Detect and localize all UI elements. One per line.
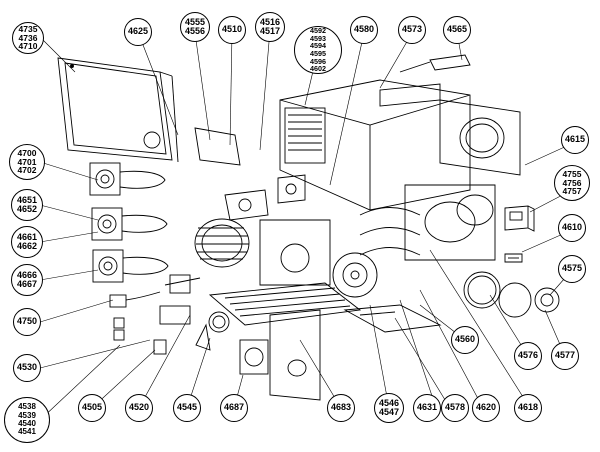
callout-label: 4683	[330, 402, 352, 413]
callout-4578: 4578	[441, 394, 469, 422]
callout-4560: 4560	[451, 326, 479, 354]
control-module	[504, 205, 535, 232]
callout-4750: 4750	[13, 308, 41, 336]
callout-4505: 4505	[78, 394, 106, 422]
callout-4576: 4576	[514, 342, 542, 370]
callout-4516: 4516 4517	[255, 12, 285, 42]
callout-label: 4573	[401, 24, 423, 35]
callout-4666: 4666 4667	[11, 264, 43, 296]
callout-label: 4700 4701 4702	[17, 147, 37, 176]
callout-4700: 4700 4701 4702	[9, 144, 45, 180]
flange-plate	[239, 339, 269, 375]
callout-4735: 4735 4736 4710	[12, 22, 44, 54]
callout-4651: 4651 4652	[11, 189, 43, 221]
bottom-front-panel	[269, 309, 321, 401]
callout-4592: 4592 4593 4594 4595 4596 4602	[294, 26, 342, 74]
callout-label: 4687	[223, 402, 245, 413]
callout-label: 4575	[561, 263, 583, 274]
control-board	[194, 127, 269, 221]
floor-plate	[343, 304, 442, 333]
callout-label: 4560	[454, 334, 476, 345]
callout-4631: 4631	[413, 394, 441, 422]
callout-label: 4576	[517, 350, 539, 361]
callout-label: 4592 4593 4594 4595 4596 4602	[310, 26, 326, 74]
combustion-motor	[259, 219, 378, 298]
callout-4520: 4520	[125, 394, 153, 422]
callout-4618: 4618	[514, 394, 542, 422]
callout-4565: 4565	[443, 16, 471, 44]
callout-label: 4580	[353, 24, 375, 35]
callout-label: 4555 4556	[184, 16, 206, 36]
callout-label: 4578	[444, 402, 466, 413]
leader-lines	[39, 29, 581, 421]
callout-label: 4735 4736 4710	[18, 23, 38, 52]
furnace-cabinet	[279, 79, 471, 211]
callout-label: 4661 4662	[16, 231, 38, 251]
callout-4510: 4510	[218, 16, 246, 44]
callout-4575: 4575	[558, 255, 586, 283]
heat-exchanger	[359, 184, 496, 261]
callout-label: 4545	[176, 402, 198, 413]
callout-4538: 4538 4539 4540 4541	[4, 397, 50, 443]
callout-label: 4666 4667	[16, 269, 38, 289]
callout-4555: 4555 4556	[180, 12, 210, 42]
limit-switch-housing	[277, 174, 306, 204]
callout-4577: 4577	[551, 342, 579, 370]
callout-4530: 4530	[13, 354, 41, 382]
callout-4683: 4683	[327, 394, 355, 422]
left-mounting-plates	[89, 162, 169, 283]
callout-label: 4631	[416, 402, 438, 413]
callout-4573: 4573	[398, 16, 426, 44]
sealing-rings	[463, 271, 560, 318]
callout-label: 4565	[446, 24, 468, 35]
callout-label: 4505	[81, 402, 103, 413]
callout-label: 4546 4547	[378, 397, 400, 417]
callout-4545: 4545	[173, 394, 201, 422]
callout-label: 4516 4517	[259, 16, 281, 36]
callout-label: 4530	[16, 362, 38, 373]
blower-wheel	[194, 218, 250, 268]
callout-label: 4618	[517, 402, 539, 413]
callout-label: 4538 4539 4540 4541	[18, 402, 36, 437]
callout-label: 4625	[127, 26, 149, 37]
callout-label: 4510	[221, 24, 243, 35]
callout-label: 4615	[564, 134, 586, 145]
callout-4546: 4546 4547	[374, 393, 404, 423]
callout-4580: 4580	[350, 16, 378, 44]
callout-4615: 4615	[561, 126, 589, 154]
callout-4625: 4625	[124, 18, 152, 46]
callout-4610: 4610	[558, 214, 586, 242]
access-door	[57, 57, 179, 163]
callout-4620: 4620	[472, 394, 500, 422]
callout-label: 4610	[561, 222, 583, 233]
callout-4687: 4687	[220, 394, 248, 422]
callout-4755: 4755 4756 4757	[554, 165, 590, 201]
callout-label: 4651 4652	[16, 194, 38, 214]
small-bracket	[504, 253, 523, 263]
callout-label: 4577	[554, 350, 576, 361]
callout-4661: 4661 4662	[11, 226, 43, 258]
duct-adapter-panel	[439, 99, 521, 176]
callout-label: 4755 4756 4757	[562, 168, 582, 197]
power-connector	[399, 54, 471, 73]
burner-tray	[208, 282, 362, 326]
electrical-parts	[109, 274, 230, 355]
callout-label: 4620	[475, 402, 497, 413]
callout-label: 4750	[16, 316, 38, 327]
callout-label: 4520	[128, 402, 150, 413]
